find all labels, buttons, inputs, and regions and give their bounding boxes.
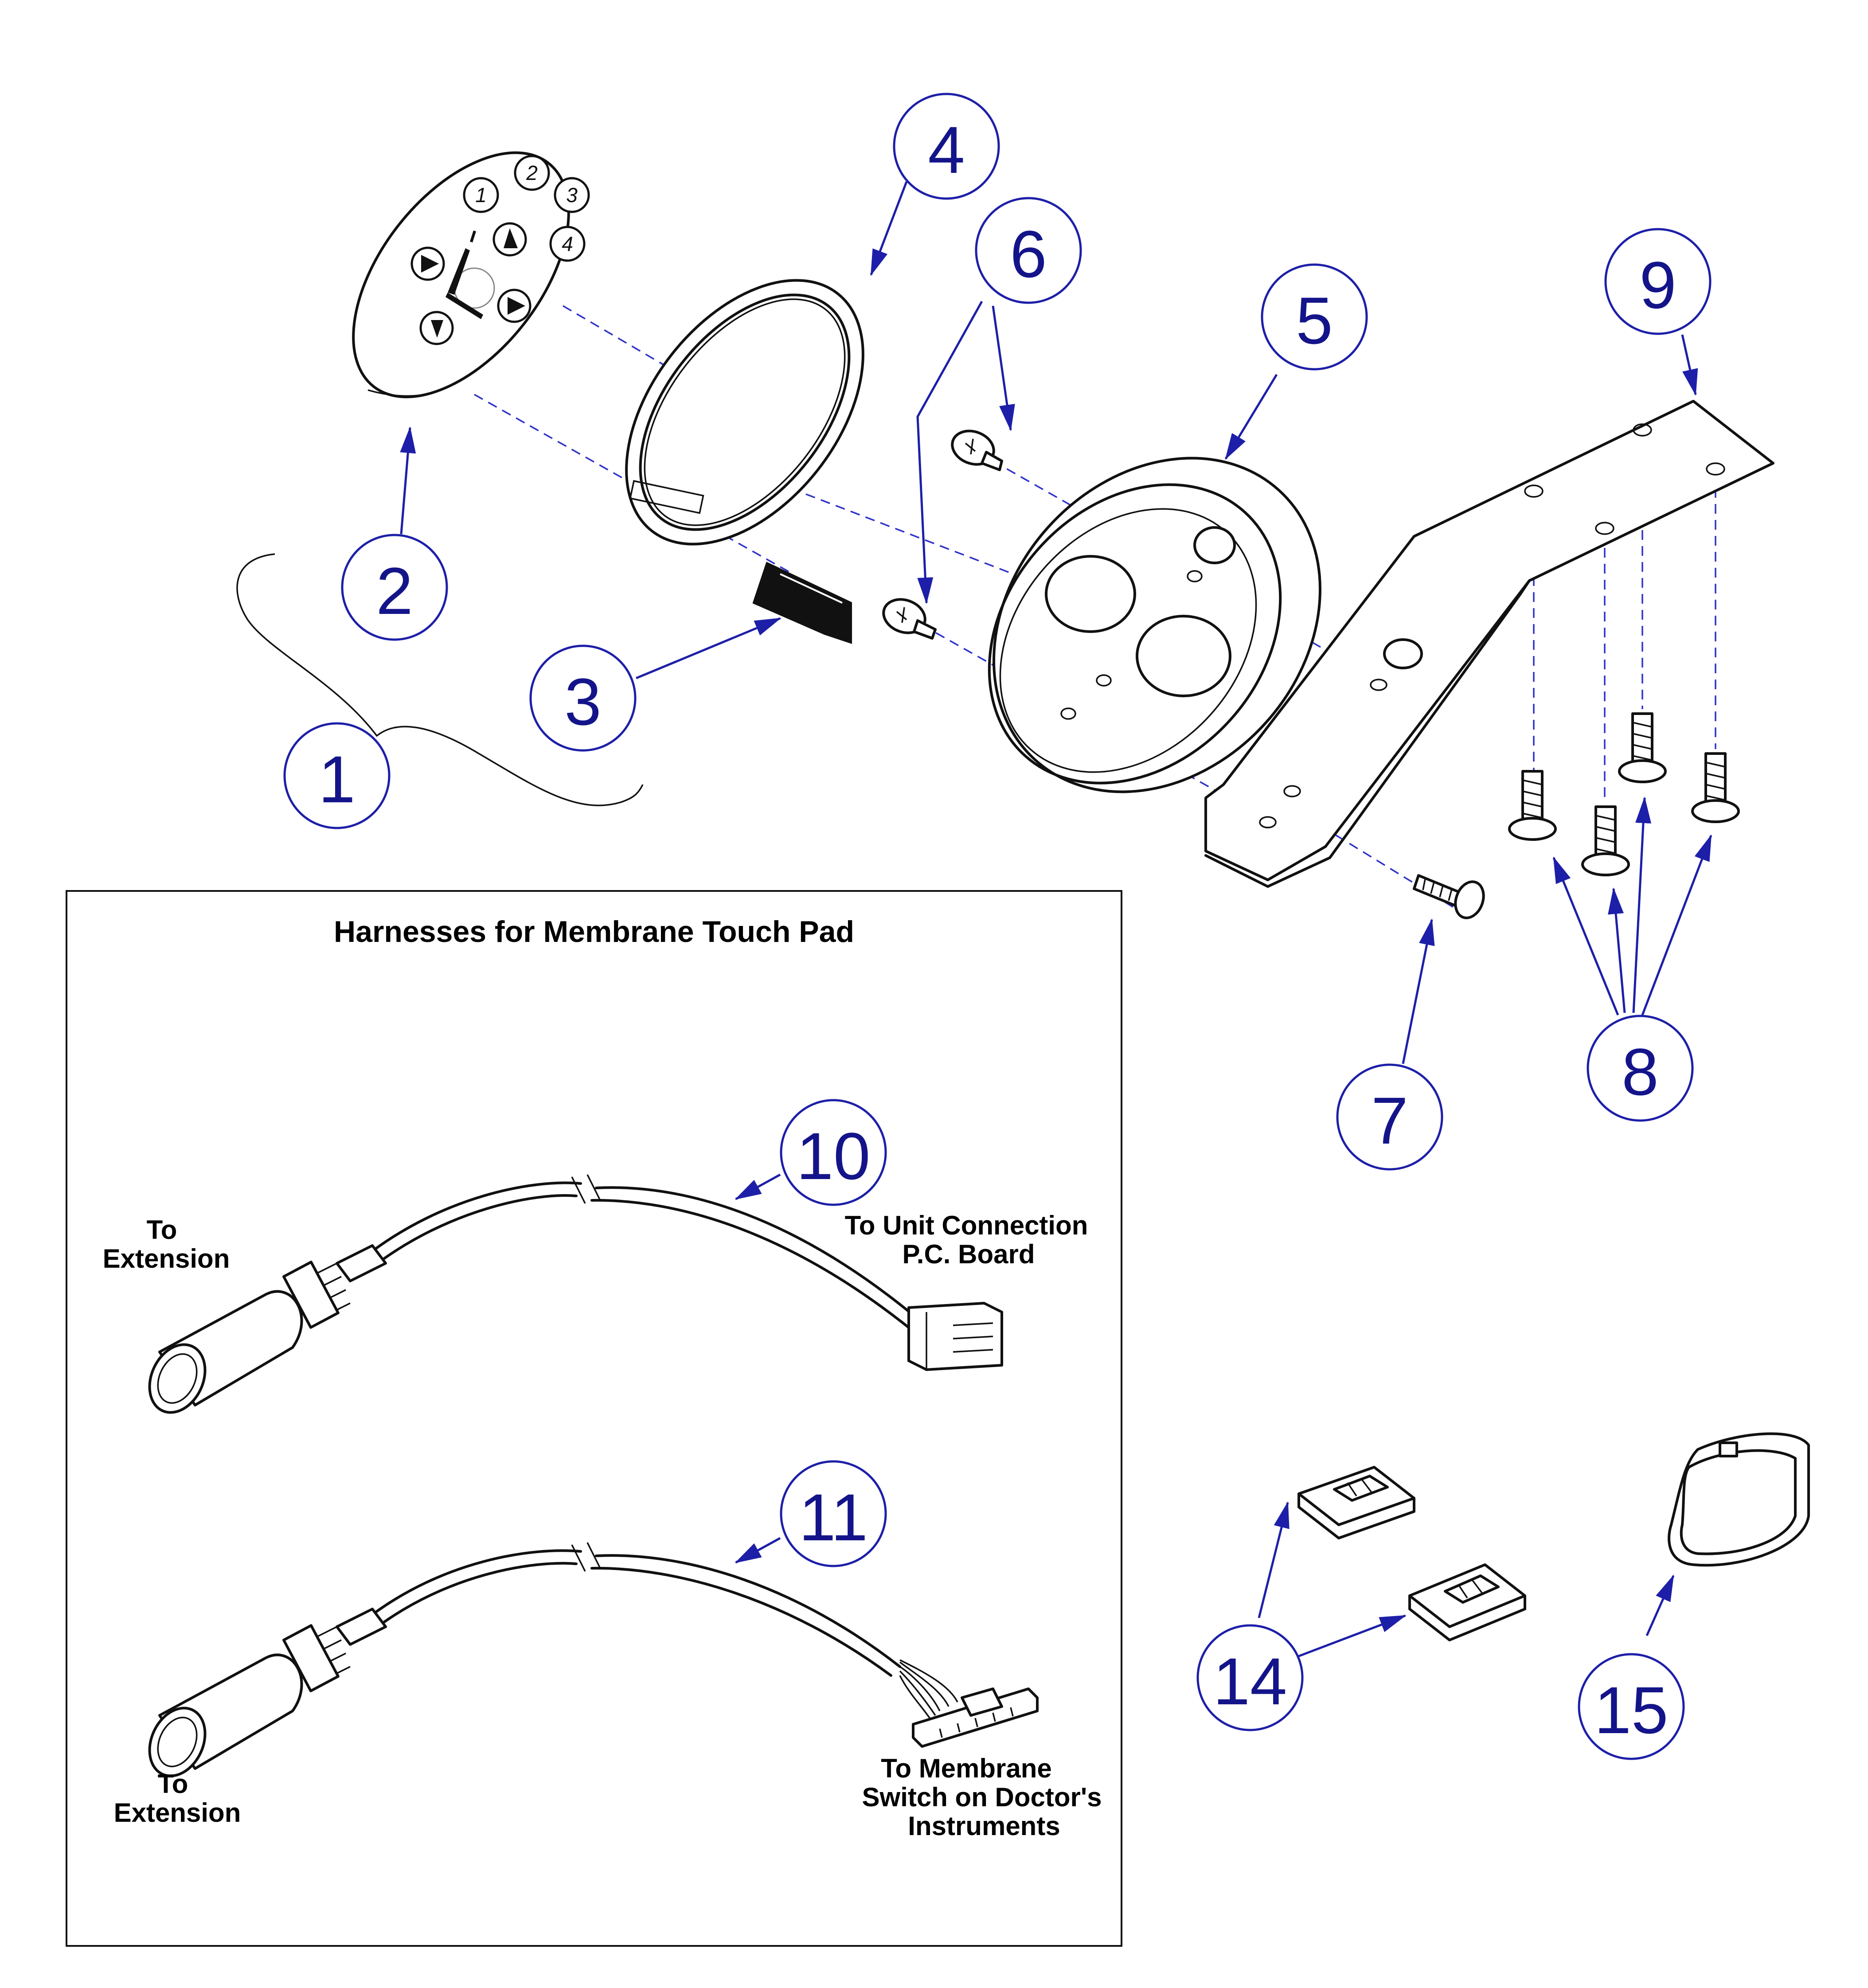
wire-fan-icon-2 bbox=[899, 1659, 958, 1720]
harness-11-left-label-line1: To bbox=[158, 1769, 188, 1799]
callout-5: 5 bbox=[1261, 263, 1368, 371]
key-3-label: 3 bbox=[566, 184, 578, 207]
screws-part-8 bbox=[1508, 712, 1740, 876]
svg-text:8: 8 bbox=[1622, 1035, 1658, 1109]
screw-part-6-lower bbox=[882, 598, 937, 640]
callout-2: 2 bbox=[341, 534, 448, 641]
svg-text:3: 3 bbox=[564, 664, 601, 739]
callout-4: 4 bbox=[893, 93, 1000, 200]
harness-10-left-label-line2: Extension bbox=[103, 1244, 230, 1273]
keypad-number-keys: 1 2 3 4 bbox=[463, 155, 590, 262]
svg-text:7: 7 bbox=[1371, 1083, 1408, 1158]
cable-clip-part-14-b bbox=[1408, 1563, 1526, 1641]
keypad-arrow-keys bbox=[410, 222, 531, 345]
screw-8b bbox=[1581, 805, 1630, 876]
din-plug-icon bbox=[148, 1244, 387, 1414]
svg-text:11: 11 bbox=[799, 1480, 868, 1554]
harness-11-right-label-line3: Instruments bbox=[908, 1811, 1060, 1841]
callout-14: 14 bbox=[1196, 1624, 1304, 1731]
din-plug-icon-2 bbox=[148, 1608, 387, 1777]
callout-bubbles: 1 2 3 4 5 6 7 8 9 10 11 14 15 bbox=[283, 93, 1712, 1760]
bezel-ring-part-4 bbox=[625, 279, 864, 546]
harness-10-left-label-line1: To bbox=[147, 1215, 177, 1245]
callout-3: 3 bbox=[529, 644, 637, 752]
svg-text:15: 15 bbox=[1594, 1673, 1669, 1747]
harness-11-left-label-line2: Extension bbox=[114, 1798, 241, 1828]
membrane-keypad-part-2: 1 2 3 4 bbox=[352, 151, 590, 398]
harness-10: To Extension To Unit Connection P.C. Boa… bbox=[103, 1174, 1088, 1414]
harness-11: To Extension To Membrane Switch on Docto… bbox=[114, 1542, 1102, 1841]
callout-8: 8 bbox=[1587, 1015, 1694, 1122]
svg-text:10: 10 bbox=[797, 1119, 871, 1193]
clock-hands-icon bbox=[446, 230, 495, 319]
wire-part-1 bbox=[236, 553, 644, 806]
key-1-label: 1 bbox=[475, 184, 487, 207]
callout-9: 9 bbox=[1604, 228, 1712, 335]
svg-text:9: 9 bbox=[1639, 248, 1676, 322]
callout-15: 15 bbox=[1578, 1653, 1685, 1760]
harness-10-right-label-line2: P.C. Board bbox=[903, 1239, 1035, 1269]
callout-6: 6 bbox=[975, 197, 1082, 304]
cable-clip-part-14-a bbox=[1297, 1466, 1415, 1539]
housing-part-5 bbox=[988, 457, 1321, 793]
rectangular-connector-icon bbox=[907, 1302, 1003, 1371]
svg-text:1: 1 bbox=[318, 742, 355, 816]
harness-panel: Harnesses for Membrane Touch Pad bbox=[66, 890, 1122, 1947]
callout-10: 10 bbox=[780, 1099, 887, 1206]
screw-part-6-upper bbox=[951, 430, 1003, 471]
harness-panel-frame bbox=[66, 890, 1122, 1947]
ring-part-15 bbox=[1668, 1432, 1810, 1567]
svg-text:4: 4 bbox=[928, 113, 965, 187]
callout-leader-lines bbox=[400, 181, 1712, 1659]
screw-8d bbox=[1691, 752, 1740, 823]
screw-part-7 bbox=[1413, 874, 1485, 919]
callout-11: 11 bbox=[780, 1460, 887, 1567]
key-2-label: 2 bbox=[526, 161, 538, 184]
harness-11-right-label-line2: Switch on Doctor's bbox=[862, 1782, 1102, 1812]
harness-panel-title: Harnesses for Membrane Touch Pad bbox=[334, 915, 854, 949]
screw-8a bbox=[1508, 770, 1557, 841]
callout-7: 7 bbox=[1336, 1063, 1443, 1171]
key-4-label: 4 bbox=[562, 232, 573, 255]
bracket-part-9 bbox=[1204, 400, 1774, 888]
svg-text:5: 5 bbox=[1296, 283, 1333, 358]
connector-part-3 bbox=[752, 557, 854, 644]
harness-10-right-label-line1: To Unit Connection bbox=[845, 1211, 1088, 1240]
svg-text:14: 14 bbox=[1213, 1644, 1287, 1719]
harness-11-right-label-line1: To Membrane bbox=[881, 1754, 1052, 1783]
callout-1: 1 bbox=[283, 722, 391, 829]
svg-text:6: 6 bbox=[1010, 217, 1047, 291]
svg-text:2: 2 bbox=[376, 554, 413, 628]
screw-8c bbox=[1618, 712, 1667, 783]
ribbon-connector-icon bbox=[912, 1687, 1039, 1748]
